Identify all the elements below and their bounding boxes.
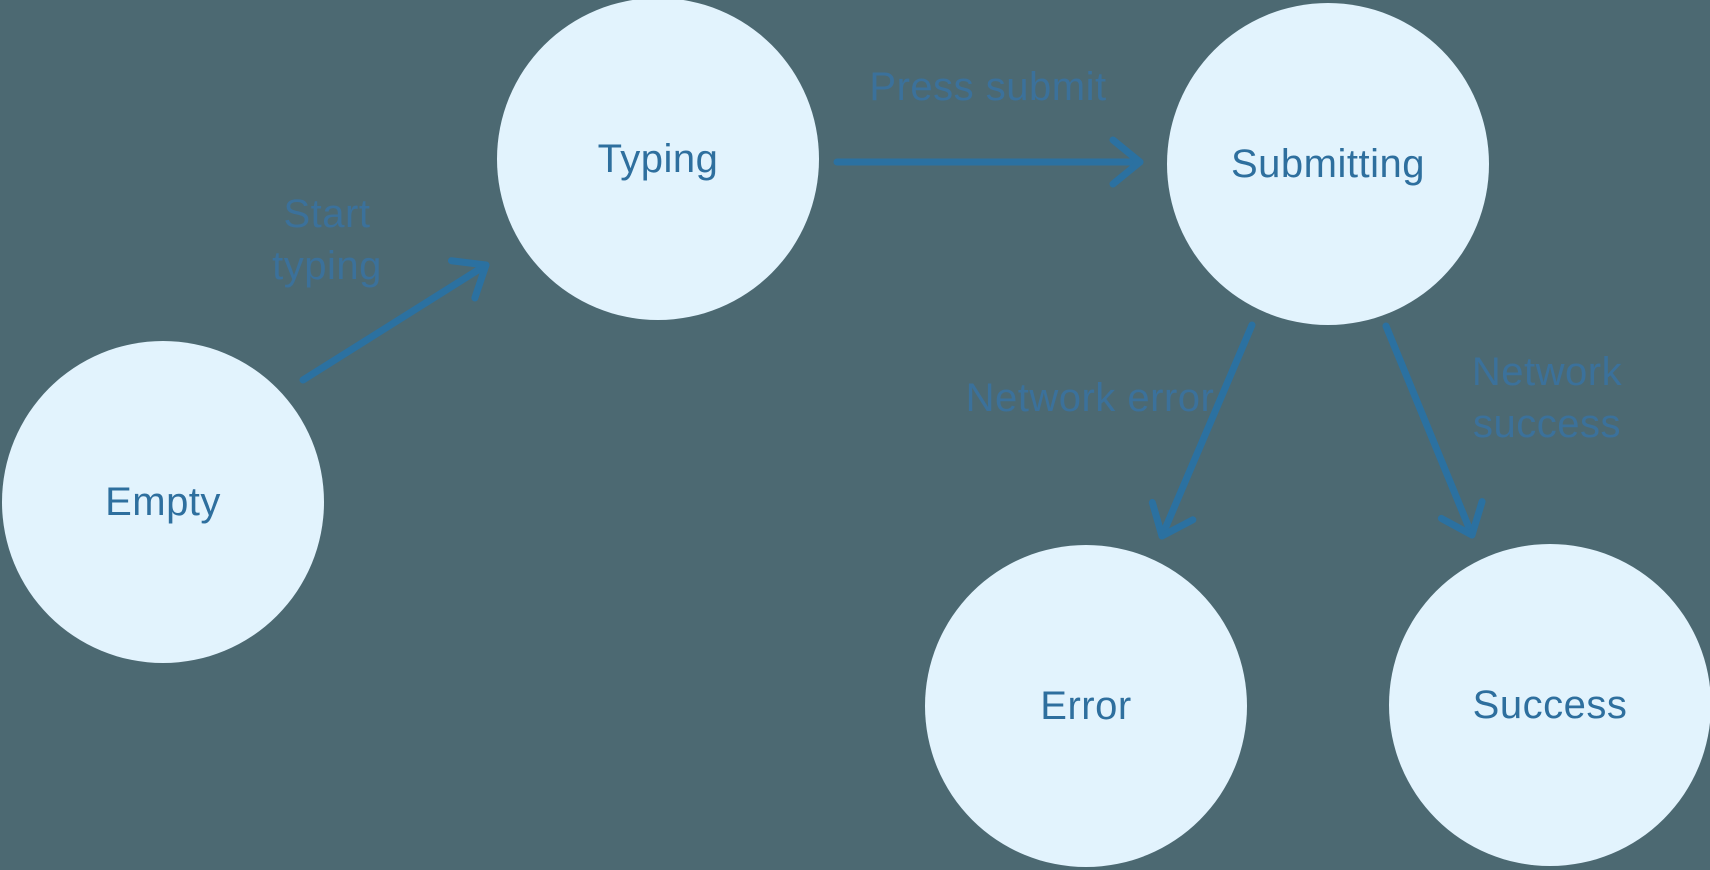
- edge-label-start-typing: Start typing: [272, 192, 382, 288]
- state-label-error: Error: [1040, 683, 1132, 728]
- state-label-success: Success: [1472, 682, 1628, 727]
- state-node-typing: Typing: [497, 0, 819, 320]
- state-label-typing: Typing: [597, 136, 719, 181]
- state-label-submitting: Submitting: [1231, 141, 1425, 186]
- edge-label-network-error: Network error: [965, 376, 1215, 420]
- state-node-submitting: Submitting: [1167, 3, 1489, 325]
- edge-submitting-to-success: [1382, 322, 1486, 539]
- state-node-success: Success: [1389, 544, 1710, 866]
- state-node-empty: Empty: [2, 341, 324, 663]
- edge-label-press-submit: Press submit: [869, 65, 1107, 109]
- edge-empty-to-typing: [299, 257, 490, 384]
- edge-submitting-to-error: [1148, 321, 1256, 540]
- edge-label-network-success: Network success: [1471, 350, 1623, 446]
- state-node-error: Error: [925, 545, 1247, 867]
- state-label-empty: Empty: [105, 479, 221, 524]
